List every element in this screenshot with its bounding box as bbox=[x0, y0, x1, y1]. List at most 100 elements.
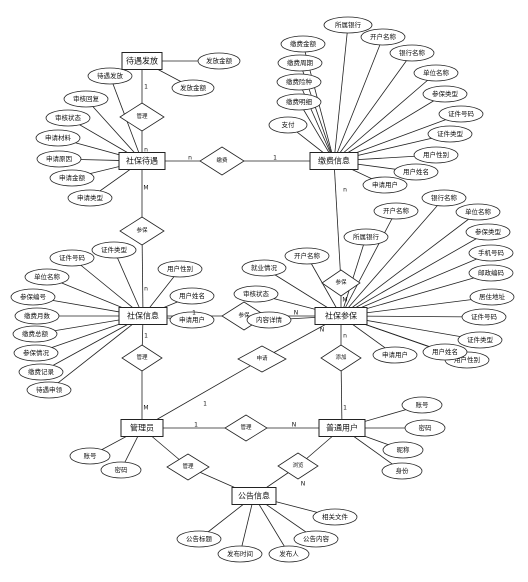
attribute-label: 申请用户 bbox=[372, 180, 398, 189]
entity-label: 社保待遇 bbox=[126, 156, 158, 166]
attribute-ellipse bbox=[91, 241, 137, 259]
cardinality-label: 1 bbox=[273, 155, 277, 162]
relationship-user: 添加 bbox=[320, 344, 362, 372]
attribute-ellipse bbox=[268, 545, 310, 563]
connector-line bbox=[333, 24, 349, 162]
attribute-s8: 申请用户 bbox=[169, 311, 215, 329]
relationship-ss: 参保 bbox=[119, 216, 165, 246]
attribute-label: 所属银行 bbox=[353, 232, 380, 241]
entity-label: 社保参保 bbox=[325, 311, 357, 321]
attribute-f4: 银行名称 bbox=[389, 44, 435, 62]
entity-label: 社保信息 bbox=[127, 311, 159, 321]
relationship-diamond bbox=[121, 344, 163, 372]
attribute-label: 用户性别 bbox=[454, 355, 480, 364]
attribute-ellipse bbox=[455, 203, 501, 221]
attribute-f2: 开户名称 bbox=[360, 28, 406, 46]
attribute-ellipse bbox=[427, 125, 473, 143]
relationship-label: 管理 bbox=[136, 353, 148, 361]
entity-label: 普通用户 bbox=[326, 423, 358, 433]
attribute-ellipse bbox=[45, 109, 91, 127]
attribute-ellipse bbox=[157, 260, 203, 278]
attribute-i1: 开户名称 bbox=[373, 202, 419, 220]
attribute-ellipse bbox=[389, 44, 435, 62]
attribute-ellipse bbox=[413, 64, 459, 82]
attribute-ellipse bbox=[217, 545, 263, 563]
attribute-label: 发放金额 bbox=[180, 83, 207, 92]
attribute-label: 单位名称 bbox=[423, 68, 450, 77]
entity-box bbox=[118, 152, 166, 170]
attribute-t6: 申请金额 bbox=[49, 169, 95, 187]
attribute-label: 证件号码 bbox=[59, 253, 86, 262]
attribute-ellipse bbox=[457, 331, 503, 349]
entity-label: 缴费信息 bbox=[318, 156, 350, 166]
relationship-label: 参保 bbox=[136, 226, 148, 234]
attribute-label: 缴费总额 bbox=[22, 329, 49, 338]
attribute-t3: 审核状态 bbox=[45, 109, 91, 127]
attribute-s3: 单位名称 bbox=[24, 268, 70, 286]
attribute-ellipse bbox=[280, 35, 326, 53]
entity-box bbox=[121, 52, 163, 70]
relationship-label: 管理 bbox=[136, 112, 148, 120]
cardinality-label: n bbox=[144, 286, 148, 293]
connector-line bbox=[85, 98, 143, 162]
attribute-i16: 用户姓名 bbox=[422, 343, 468, 361]
attribute-f10: 证件号码 bbox=[438, 105, 484, 123]
attribute-a1: 账号 bbox=[69, 447, 111, 465]
attribute-ellipse bbox=[312, 508, 358, 526]
connector-line bbox=[333, 93, 446, 162]
attribute-ellipse bbox=[438, 105, 484, 123]
attribute-ellipse bbox=[69, 447, 111, 465]
attribute-label: 身份 bbox=[396, 466, 410, 475]
attribute-ellipse bbox=[246, 311, 292, 329]
attribute-label: 缴费记录 bbox=[28, 367, 55, 376]
attribute-s2: 证件类型 bbox=[91, 241, 137, 259]
attribute-ellipse bbox=[421, 189, 467, 207]
attribute-ellipse bbox=[169, 287, 215, 305]
attribute-ellipse bbox=[13, 344, 59, 362]
attribute-ellipse bbox=[241, 259, 287, 277]
attribute-i12: 内容详情 bbox=[246, 311, 292, 329]
cardinality-label: M bbox=[143, 185, 148, 192]
attribute-u4: 身份 bbox=[381, 462, 423, 480]
attribute-label: 申请用户 bbox=[179, 315, 205, 324]
attribute-label: 证件号码 bbox=[448, 109, 475, 118]
attribute-ellipse bbox=[49, 249, 95, 267]
connector-line bbox=[340, 252, 492, 317]
attribute-label: 证件号码 bbox=[471, 312, 498, 321]
cardinality-label: N bbox=[292, 422, 297, 429]
attribute-label: 发放金额 bbox=[206, 56, 233, 65]
attribute-pay-amt: 发放金额 bbox=[197, 52, 241, 70]
entity-box bbox=[231, 487, 277, 505]
attribute-s1: 证件号码 bbox=[49, 249, 95, 267]
attributes: 发放金额发放金额待遇发放审核回复审核状态申请材料申请原因申请金额申请类型所属银行… bbox=[10, 16, 515, 563]
relationship-label: 参保 bbox=[238, 311, 250, 319]
attribute-a2: 密码 bbox=[100, 461, 142, 479]
attribute-ellipse bbox=[233, 285, 279, 303]
attribute-ellipse bbox=[373, 202, 419, 220]
attribute-i2: 银行名称 bbox=[421, 189, 467, 207]
relationship-apply: 申请 bbox=[237, 345, 287, 373]
cardinality-label: N bbox=[301, 481, 306, 488]
relationship-diamond bbox=[321, 269, 361, 297]
entity-box bbox=[309, 152, 359, 170]
attribute-ellipse bbox=[171, 79, 215, 97]
attribute-label: 待遇申领 bbox=[36, 385, 63, 394]
attribute-label: 单位名称 bbox=[34, 272, 61, 281]
attribute-label: 参保编号 bbox=[20, 292, 47, 301]
relationship-label: 申请 bbox=[256, 354, 268, 362]
attribute-i10: 邮政编码 bbox=[468, 264, 514, 282]
connector-line bbox=[340, 231, 489, 317]
attribute-label: 申请材料 bbox=[45, 133, 72, 142]
relationship-diamond bbox=[166, 453, 210, 481]
attribute-label: 邮政编码 bbox=[478, 268, 505, 277]
attribute-label: 用户姓名 bbox=[432, 347, 458, 356]
attribute-pay-amt2: 发放金额 bbox=[171, 79, 215, 97]
attribute-n5: 发布人 bbox=[268, 545, 310, 563]
attribute-f13: 用户性别 bbox=[413, 146, 459, 164]
relationship-line bbox=[333, 160, 342, 284]
entity-label: 公告信息 bbox=[238, 491, 270, 501]
attribute-label: 开户名称 bbox=[294, 251, 321, 260]
attribute-s6: 用户姓名 bbox=[169, 287, 215, 305]
attribute-label: 申请原因 bbox=[46, 154, 72, 163]
attribute-i13: 证件号码 bbox=[461, 308, 507, 326]
